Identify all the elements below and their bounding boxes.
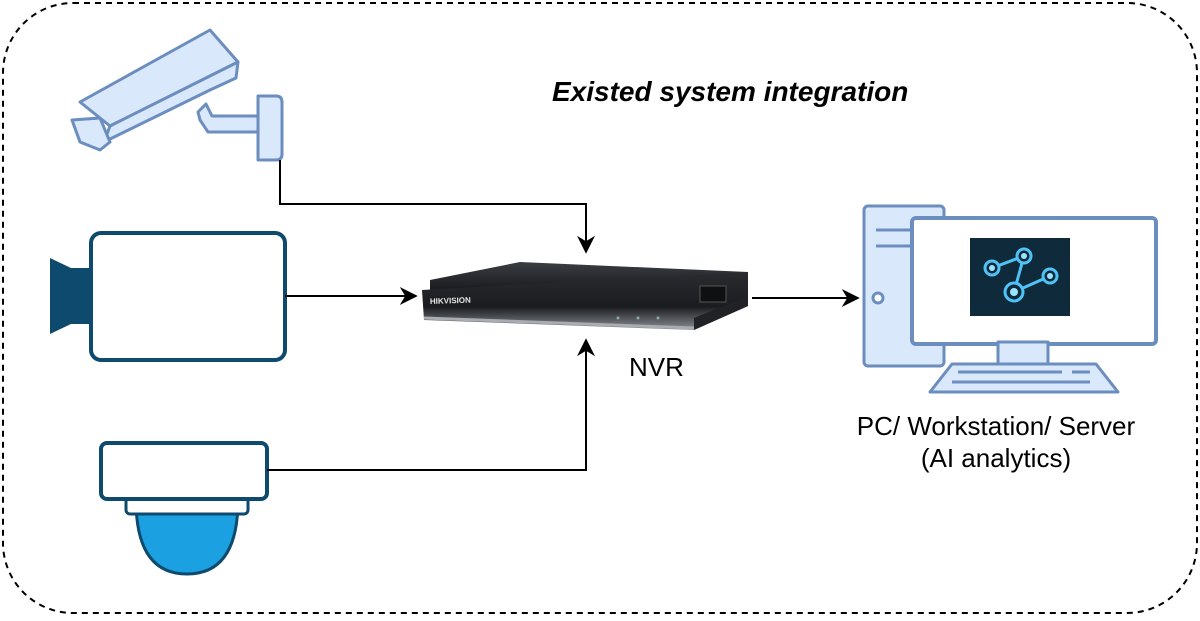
video-camera-icon (50, 231, 287, 362)
nvr-label: NVR (629, 352, 684, 382)
connector-bullet-to-nvr (279, 160, 595, 254)
ai-network-icon (970, 238, 1070, 316)
nvr-device-icon: HIKVISION (422, 262, 748, 330)
workstation-label-line2: (AI analytics) (920, 443, 1072, 473)
nvr-brand-text: HIKVISION (430, 296, 471, 306)
workstation-label: PC/ Workstation/ Server (AI analytics) (808, 410, 1184, 474)
connector-dome-to-nvr (267, 338, 595, 471)
dome-camera-icon (99, 441, 269, 576)
workstation-label-line1: PC/ Workstation/ Server (856, 411, 1136, 441)
bullet-camera-icon (70, 28, 284, 162)
diagram-title: Existed system integration (552, 76, 909, 107)
